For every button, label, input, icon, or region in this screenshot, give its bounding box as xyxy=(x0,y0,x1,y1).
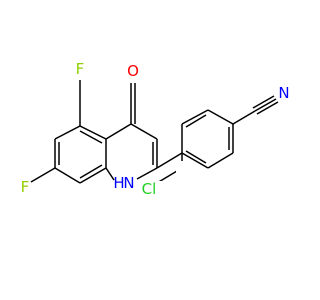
atom-fluorine-bottom: F xyxy=(21,178,30,196)
bond xyxy=(156,152,183,169)
bond xyxy=(181,109,209,125)
atom-hydrogen: H xyxy=(113,174,124,192)
atom-nitrogen: N xyxy=(123,174,134,192)
bond xyxy=(79,167,107,184)
atom-nitrile-nitrogen: N xyxy=(278,84,289,102)
bond xyxy=(181,152,209,169)
bond xyxy=(79,130,103,144)
bond xyxy=(254,98,277,112)
bond xyxy=(30,167,56,183)
label-backdrop xyxy=(136,181,164,199)
bond xyxy=(79,125,107,140)
bond xyxy=(207,152,234,169)
atom-chlorine: Cl xyxy=(142,180,157,198)
bond xyxy=(207,109,234,125)
bond xyxy=(232,110,256,125)
bond xyxy=(252,95,275,109)
bond xyxy=(136,167,158,180)
bond xyxy=(54,125,81,140)
bond xyxy=(130,123,158,140)
molecule-structure: F F O N H Cl N xyxy=(21,60,290,199)
structure-canvas: F F O N H Cl N xyxy=(21,60,290,199)
bond-gap xyxy=(176,161,188,175)
bond xyxy=(54,167,81,184)
atom-fluorine-top: F xyxy=(76,60,85,78)
bond xyxy=(185,150,207,164)
atom-oxygen: O xyxy=(127,62,139,80)
bond xyxy=(185,114,207,128)
bond xyxy=(256,101,279,115)
bond xyxy=(79,164,103,179)
bond xyxy=(105,123,132,140)
bond xyxy=(105,167,115,181)
